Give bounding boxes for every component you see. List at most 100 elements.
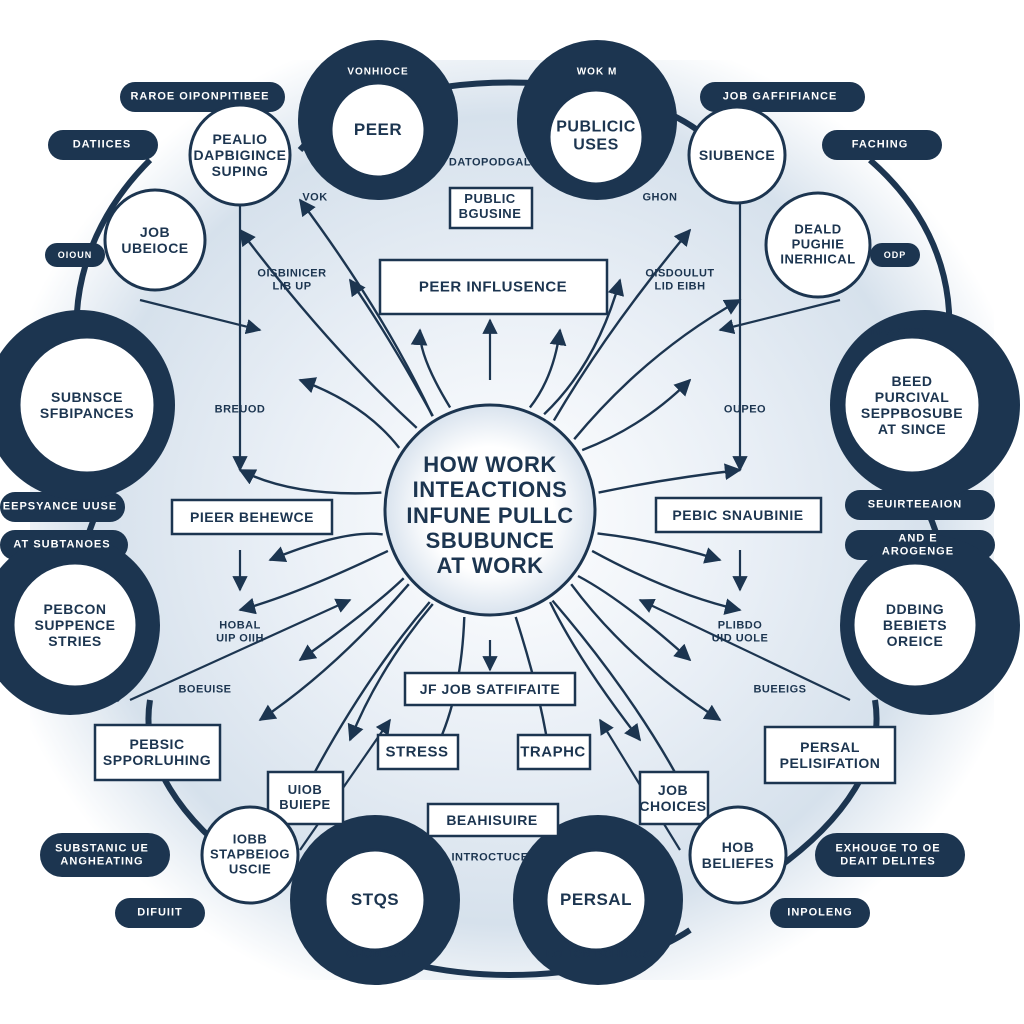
dark-pill-difuiit	[115, 898, 205, 928]
dark-pill-eepsyance	[0, 492, 125, 522]
cross-arrow-8	[129, 598, 352, 702]
box-shapes	[93, 186, 897, 838]
node-label-peer: PEER	[353, 120, 403, 140]
node-label-job-ubeioce: JOB UBEIOCE	[121, 223, 189, 256]
box-rect-peer-influence	[378, 258, 609, 316]
dark-pill-inpoleng	[770, 898, 870, 928]
box-label-pebic-snaubinie: PEBIC SNAUBINIE	[672, 506, 804, 523]
node-label-deald: DEALD PUGHIE INERHICAL	[780, 221, 856, 267]
box-rect-beahisuire	[426, 802, 560, 838]
arrow-ray-16	[298, 577, 405, 661]
node-label-hob-beliefs: HOB BELIEFES	[701, 838, 775, 871]
small-label-ghon: GHON	[642, 191, 678, 204]
box-rect-jf-job	[403, 671, 577, 707]
box-label-pebsic: PEBSIC SPPORLUHING	[102, 735, 212, 768]
node-circle-stqs	[323, 848, 427, 952]
dark-label-exhouge: EXHOUGE TO OE DEAIT DELITES	[835, 842, 941, 867]
dark-pill-seuriteeaion	[845, 490, 995, 520]
cross-arrow-6	[139, 298, 262, 335]
dark-label-inpoleng: INPOLENG	[787, 906, 853, 919]
cross-arrow-10	[299, 718, 391, 851]
node-circle-public-uses	[547, 88, 645, 186]
small-label-oisbinicer: OISBINICER LIB UP	[257, 267, 327, 292]
arrow-ray-7	[573, 298, 742, 440]
dark-label-job-gaffifiance: JOB GAFFIFIANCE	[722, 90, 838, 103]
dark-pill-exhouge	[815, 833, 965, 877]
arrow-ray-3	[410, 328, 452, 409]
box-rect-job-choices	[638, 770, 710, 826]
arrow-ray-5	[543, 278, 625, 416]
dark-pill-faching	[822, 130, 942, 160]
arrow-ray-17	[577, 574, 692, 662]
arrow-ray-14	[238, 549, 389, 615]
small-label-datopodgal: DATOPODGAL	[448, 156, 532, 169]
box-label-stress: STRESS	[385, 743, 449, 761]
node-circle-ddbing	[851, 561, 979, 689]
small-label-eotion-bohioos: EOTION BOHIOOS	[545, 948, 651, 961]
node-label-public-uses: PUBLICIC USES	[556, 118, 636, 154]
dark-label-eepsyance: EEPSYANCE UUSE	[2, 500, 118, 513]
arrow-ray-8	[298, 377, 401, 449]
small-label-ohon-cae: OHON CAE	[346, 948, 410, 961]
small-label-bueeigs: BUEEIGS	[753, 683, 807, 696]
dark-label-substanc-ue: SUBSTANIC UE ANGHEATING	[55, 842, 149, 867]
cross-arrow-9	[638, 599, 851, 701]
dark-label-rarob: RAROE OIPONPITIBEE	[130, 90, 270, 103]
node-circle-iobb	[200, 805, 300, 905]
box-rect-pebsic	[93, 723, 222, 782]
center-label: HOW WORK INTEACTIONS INFUNE PULLC SBUBUN…	[406, 451, 574, 578]
dark-label-seuriteeaion: SEUIRTEEAION	[867, 498, 963, 511]
box-rect-public-bgusine	[448, 186, 534, 230]
box-label-public-bgusine: PUBLIC BGUSINE	[458, 191, 522, 221]
small-label-boeuise: BOEUISE	[178, 683, 232, 696]
small-label-hobal: HOBAL UIP OIIH	[216, 619, 264, 644]
arrow-ray-1	[298, 198, 434, 417]
box-label-jf-job: JF JOB SATFIFAITE	[419, 680, 561, 697]
box-rect-traphc	[516, 733, 592, 771]
box-rect-persal-pelisifation	[763, 725, 897, 785]
small-label-breuod: BREUOD	[214, 403, 266, 416]
arrow-ray-0	[238, 228, 418, 429]
box-rect-pebic-snaubinie	[654, 496, 823, 534]
small-label-introctuce: INTROCTUCE	[451, 851, 529, 864]
node-circle-peer	[329, 81, 427, 179]
dark-pill-odp	[870, 243, 920, 267]
box-rect-stress	[376, 733, 460, 771]
dark-label-deaange: DEAANGE	[870, 326, 930, 339]
box-label-beahisuire: BEAHISUIRE	[446, 811, 538, 828]
dark-label-faching: FACHING	[851, 138, 909, 151]
node-label-persal: PERSAL	[560, 890, 632, 910]
dark-label-and-e-arogenge: AND E AROGENGE	[881, 532, 955, 557]
node-label-siubence: SIUBENCE	[698, 146, 776, 163]
arrow-ray-15	[591, 549, 742, 615]
box-label-peer-influence: PEER INFLUSENCE	[418, 278, 568, 296]
node-circle-beed	[842, 335, 982, 475]
box-label-persal-pelisifation: PERSAL PELISIFATION	[779, 738, 881, 771]
node-shapes	[11, 81, 982, 952]
arrow-ray-9	[581, 378, 692, 452]
node-circle-hob-beliefs	[688, 805, 788, 905]
cross-arrow-7	[718, 298, 841, 335]
arrow-ray-4	[528, 328, 567, 409]
arrow-ray-11	[598, 463, 742, 494]
dark-pill-job-gaffifiance	[700, 82, 865, 112]
box-label-traphc: TRAPHC	[520, 743, 586, 761]
dark-label-at-subtanoes: AT SUBTANOES	[13, 538, 111, 551]
node-circle-persal	[544, 848, 648, 952]
dark-label-datiices: DATIICES	[72, 138, 132, 151]
box-rect-uiob-buiepe	[266, 770, 345, 826]
node-label-pebcon: PEBCON SUPPENCE STRIES	[34, 600, 116, 650]
arrow-ray-25	[570, 583, 722, 722]
node-label-iobb: IOBB STAPBEIOG USCIE	[209, 831, 291, 877]
box-label-uiob-buiepe: UIOB BUIEPE	[279, 782, 331, 812]
node-label-subnsce: SUBNSCE SFBIPANCES	[39, 388, 135, 421]
node-circle-subnsce	[17, 335, 157, 475]
arrow-ray-13	[597, 532, 722, 564]
node-circle-siubence	[687, 105, 787, 205]
dark-pill-substanc-ue	[40, 833, 170, 877]
node-circle-job-ubeioce	[103, 188, 207, 292]
cross-arrows	[129, 200, 851, 851]
center-circle	[383, 403, 597, 617]
dark-label-odp: ODP	[883, 249, 907, 260]
dark-label-oioun: OIOUN	[57, 249, 93, 260]
